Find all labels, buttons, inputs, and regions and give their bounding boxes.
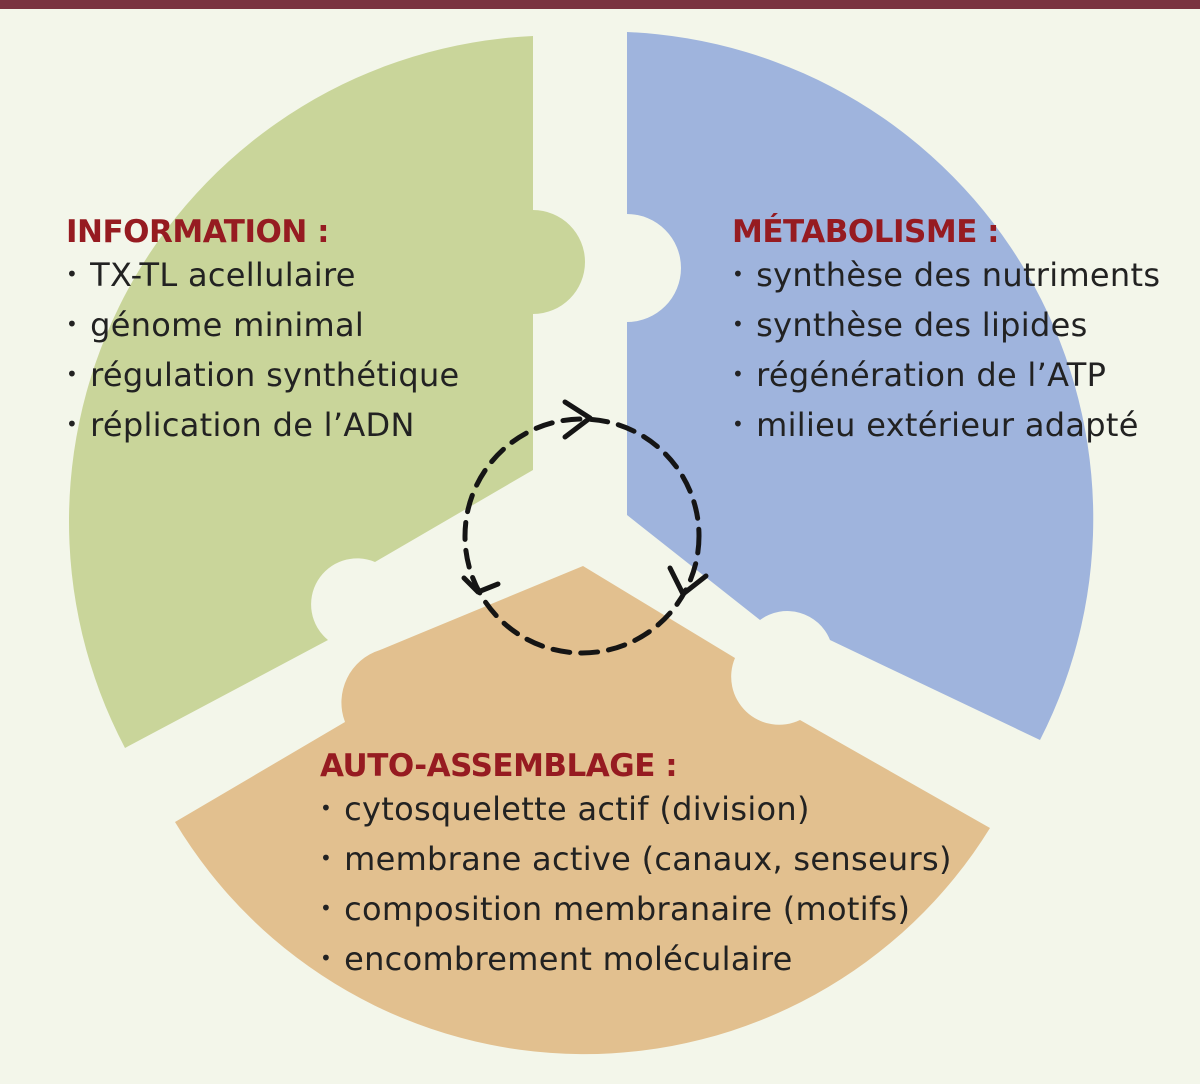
metabolisme-list: •synthèse des nutriments •synthèse des l… bbox=[732, 252, 1160, 452]
auto-assemblage-list: •cytosquelette actif (division) •membran… bbox=[320, 786, 952, 986]
puzzle-piece-auto-assemblage bbox=[175, 566, 990, 1055]
list-item: •TX-TL acellulaire bbox=[66, 256, 356, 294]
dashed-cycle-circle bbox=[462, 416, 702, 656]
panel-information: INFORMATION : •TX-TL acellulaire •génome… bbox=[66, 214, 460, 452]
top-border-bar bbox=[0, 0, 1200, 9]
list-item: •membrane active (canaux, senseurs) bbox=[320, 840, 952, 878]
bullet-icon: • bbox=[732, 362, 745, 386]
list-item: •régénération de l’ATP bbox=[732, 356, 1107, 394]
bullet-icon: • bbox=[66, 412, 79, 436]
puzzle-pieces bbox=[68, 32, 1094, 1055]
information-heading: INFORMATION : bbox=[66, 214, 329, 250]
list-item: •génome minimal bbox=[66, 306, 365, 344]
puzzle-piece-metabolisme bbox=[627, 32, 1094, 740]
bullet-icon: • bbox=[732, 262, 745, 286]
arrow-head-top bbox=[562, 399, 593, 440]
puzzle-piece-information bbox=[68, 36, 585, 748]
list-item: •composition membranaire (motifs) bbox=[320, 890, 911, 928]
cycle-arrows bbox=[461, 399, 709, 656]
arrow-head-right bbox=[667, 565, 709, 597]
bullet-icon: • bbox=[66, 262, 79, 286]
bullet-icon: • bbox=[320, 946, 333, 970]
auto-assemblage-heading: AUTO-ASSEMBLAGE : bbox=[320, 748, 678, 784]
bullet-icon: • bbox=[732, 312, 745, 336]
bullet-icon: • bbox=[320, 796, 333, 820]
panel-metabolisme: MÉTABOLISME : •synthèse des nutriments •… bbox=[732, 214, 1160, 452]
metabolisme-heading: MÉTABOLISME : bbox=[732, 214, 1000, 250]
list-item: •réplication de l’ADN bbox=[66, 406, 415, 444]
list-item: •cytosquelette actif (division) bbox=[320, 790, 810, 828]
bullet-icon: • bbox=[66, 362, 79, 386]
information-list: •TX-TL acellulaire •génome minimal •régu… bbox=[66, 252, 460, 452]
list-item: •synthèse des nutriments bbox=[732, 256, 1161, 294]
list-item: •régulation synthétique bbox=[66, 356, 460, 394]
bullet-icon: • bbox=[320, 846, 333, 870]
bullet-icon: • bbox=[66, 312, 79, 336]
panel-auto-assemblage: AUTO-ASSEMBLAGE : •cytosquelette actif (… bbox=[320, 748, 952, 986]
list-item: •milieu extérieur adapté bbox=[732, 406, 1139, 444]
list-item: •synthèse des lipides bbox=[732, 306, 1088, 344]
arrow-head-left bbox=[461, 575, 501, 595]
bullet-icon: • bbox=[320, 896, 333, 920]
bullet-icon: • bbox=[732, 412, 745, 436]
list-item: •encombrement moléculaire bbox=[320, 940, 793, 978]
